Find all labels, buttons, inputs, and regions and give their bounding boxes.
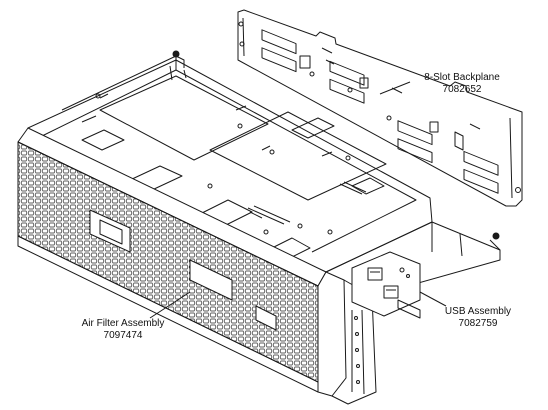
- usb-leader: [419, 291, 447, 307]
- air-filter-part-number: 7097474: [103, 330, 143, 341]
- air-filter-callout: Air Filter Assembly 7097474: [48, 318, 198, 342]
- backplane-connectors: [261, 29, 499, 194]
- air-filter-face: [17, 127, 327, 393]
- usb-assembly: [351, 251, 421, 319]
- backplane-part-number: 7082652: [442, 84, 482, 95]
- usb-part-number: 7082759: [458, 318, 498, 329]
- usb-name: USB Assembly: [444, 306, 512, 317]
- backplane-leader: [379, 81, 411, 95]
- chassis-side-frame: [317, 221, 501, 405]
- backplane-name: 8-Slot Backplane: [424, 72, 500, 83]
- backplane-board: [237, 9, 523, 207]
- backplane-callout: 8-Slot Backplane 7082652: [412, 72, 512, 96]
- air-filter-name: Air Filter Assembly: [81, 318, 165, 329]
- usb-callout: USB Assembly 7082759: [428, 306, 528, 330]
- air-filter-leader: [149, 291, 191, 319]
